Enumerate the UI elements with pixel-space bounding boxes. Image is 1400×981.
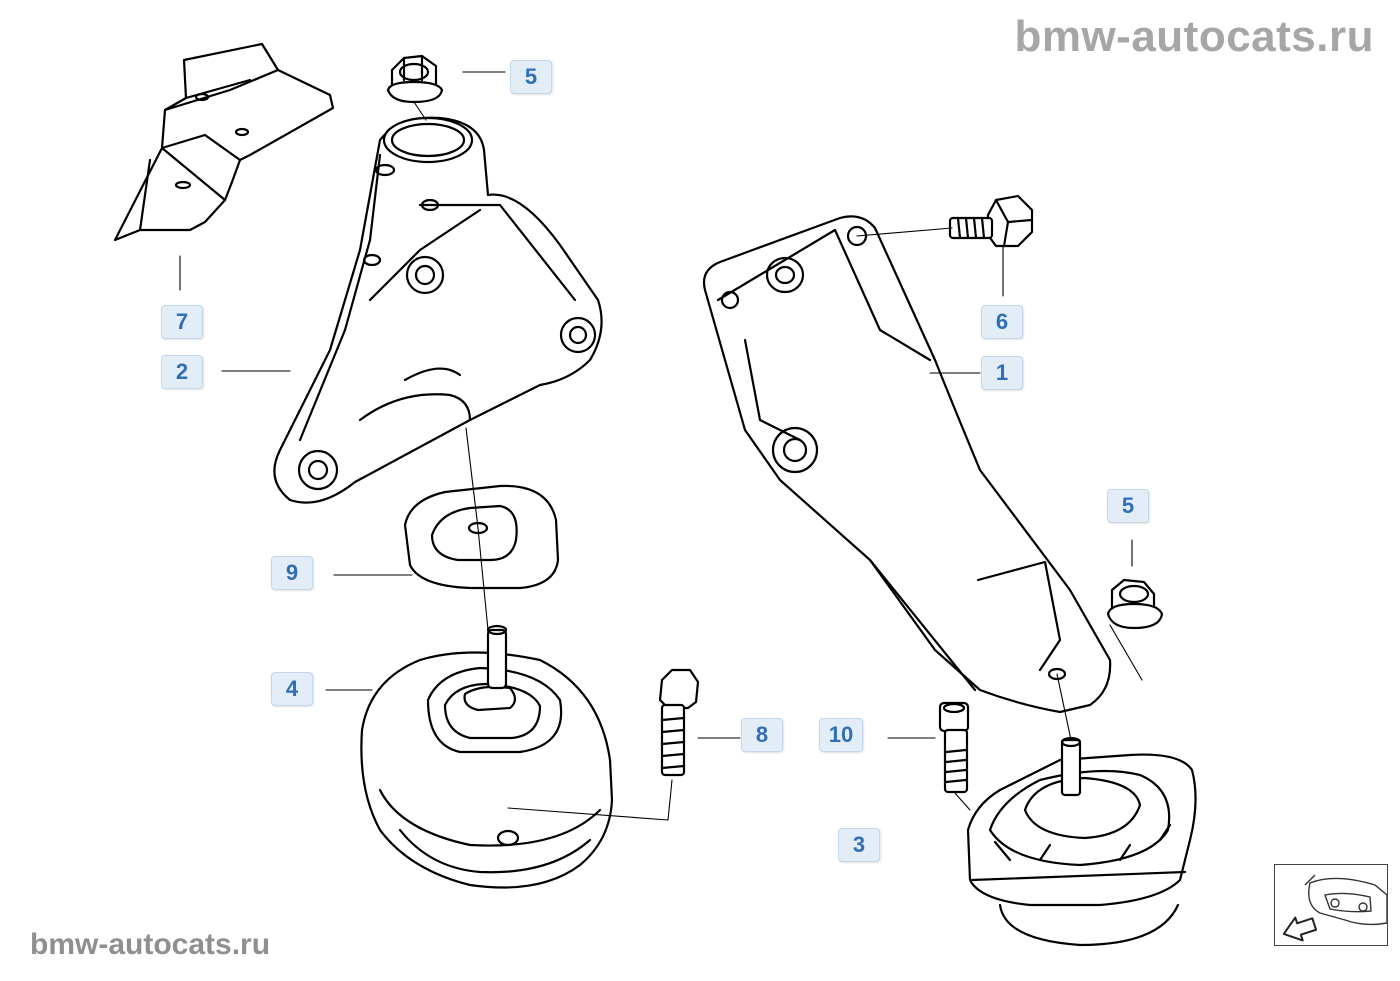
callout-2[interactable]: 2 xyxy=(161,355,203,389)
callout-7[interactable]: 7 xyxy=(161,305,203,339)
callout-5-top[interactable]: 5 xyxy=(510,60,552,94)
callout-6[interactable]: 6 xyxy=(981,305,1023,339)
bolt-part-8 xyxy=(658,668,700,777)
callout-5-right[interactable]: 5 xyxy=(1107,489,1149,523)
callout-9[interactable]: 9 xyxy=(271,556,313,590)
callout-8[interactable]: 8 xyxy=(741,718,783,752)
engine-bracket-part-1 xyxy=(702,215,1112,714)
watermark-bottom: bmw-autocats.ru xyxy=(30,928,271,961)
callout-4[interactable]: 4 xyxy=(271,672,313,706)
heat-shield-part-7 xyxy=(113,42,335,242)
engine-mount-part-3 xyxy=(966,736,1197,947)
callout-3[interactable]: 3 xyxy=(838,828,880,862)
hex-nut-part-5-top xyxy=(386,54,444,104)
engine-bracket-part-2 xyxy=(273,116,603,504)
washer-part-9 xyxy=(403,484,560,590)
callout-1[interactable]: 1 xyxy=(981,356,1023,390)
callout-10[interactable]: 10 xyxy=(819,718,863,752)
engine-mount-part-4 xyxy=(360,624,614,889)
hex-nut-part-5-right xyxy=(1106,578,1164,630)
vehicle-navigation-thumbnail[interactable] xyxy=(1274,864,1388,946)
bolt-part-10 xyxy=(938,701,970,794)
watermark-top: bmw-autocats.ru xyxy=(1014,12,1374,61)
bolt-part-6 xyxy=(948,194,1034,248)
vehicle-front-arrow-icon xyxy=(1282,874,1388,942)
